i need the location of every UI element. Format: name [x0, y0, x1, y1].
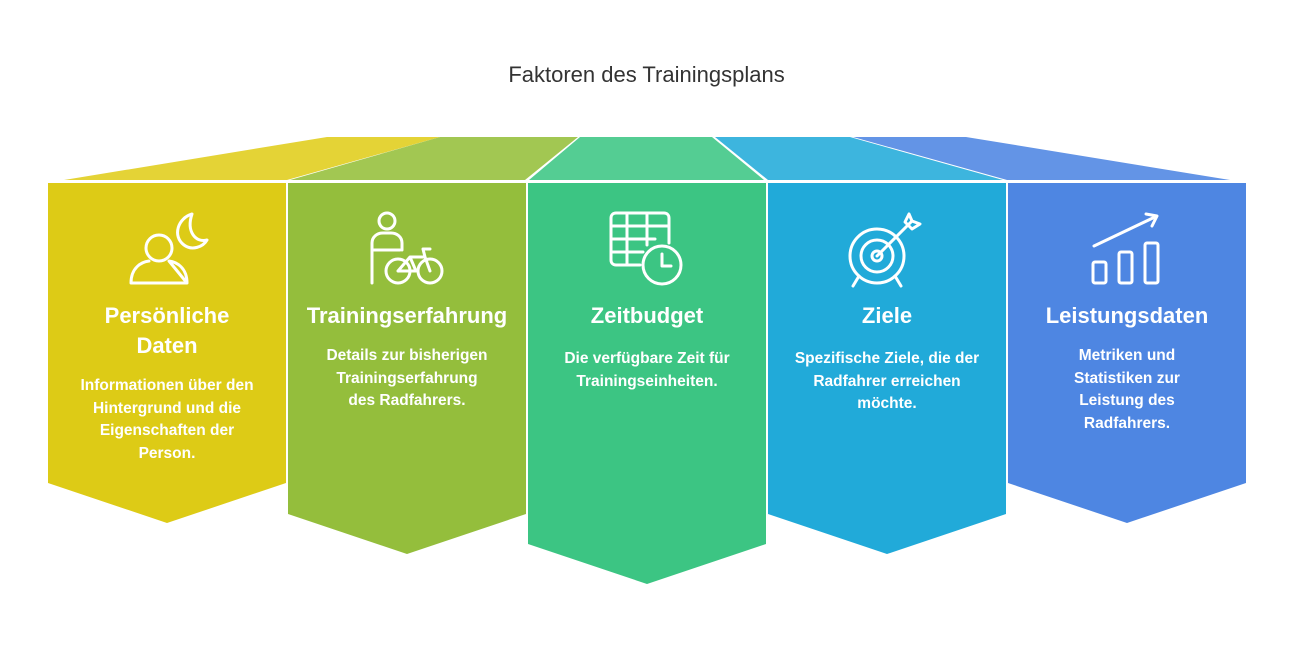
page-title: Faktoren des Trainingsplans: [508, 62, 785, 87]
card-title: Persönliche Daten: [104, 303, 230, 358]
card-1-top-face: [64, 137, 440, 180]
target-arrow-icon: [848, 212, 922, 288]
cyclist-icon: [370, 211, 444, 285]
card-3-front: [528, 183, 766, 584]
card-5-front: [1008, 183, 1246, 523]
card-description: Die verfügbare Zeit für Trainingseinheit…: [564, 350, 730, 390]
calendar-clock-icon: [609, 211, 683, 286]
card-description: Metriken und Statistiken zur Leistung de…: [1074, 347, 1180, 432]
card-2-front: [288, 183, 526, 554]
card-leistungsdaten: Leistungsdaten Metriken und Statistiken …: [1008, 301, 1246, 435]
card-2-top-face: [290, 137, 578, 180]
card-description: Spezifische Ziele, die der Radfahrer err…: [794, 350, 980, 412]
card-trainingserfahrung: Trainingserfahrung Details zur bisherige…: [288, 301, 526, 413]
card-title: Trainingserfahrung: [306, 303, 508, 328]
person-moon-icon: [129, 212, 209, 285]
card-1-front: [48, 183, 286, 523]
card-4-front: [768, 183, 1006, 554]
card-ziele: Ziele Spezifische Ziele, die der Radfahr…: [768, 301, 1006, 416]
card-title: Ziele: [861, 303, 913, 328]
card-description: Informationen über den Hintergrund und d…: [80, 377, 254, 462]
card-description: Details zur bisherigen Trainingserfahrun…: [326, 347, 488, 409]
card-persoenliche-daten: Persönliche Daten Informationen über den…: [48, 301, 286, 465]
card-4-top-face: [715, 137, 1003, 180]
card-5-top-face: [853, 137, 1230, 180]
card-title: Zeitbudget: [590, 303, 704, 328]
card-zeitbudget: Zeitbudget Die verfügbare Zeit für Train…: [528, 301, 766, 393]
card-title: Leistungsdaten: [1045, 303, 1209, 328]
card-3-top-face: [529, 137, 764, 180]
growth-chart-icon: [1091, 212, 1160, 285]
